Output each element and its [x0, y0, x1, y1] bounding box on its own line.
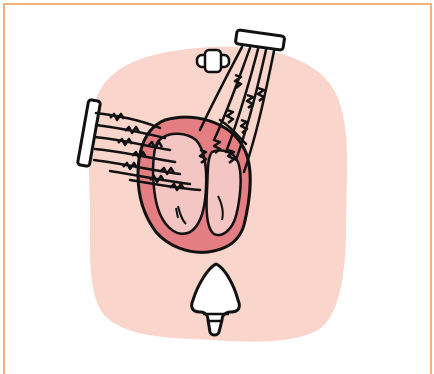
cardiac-illustration [0, 0, 434, 374]
